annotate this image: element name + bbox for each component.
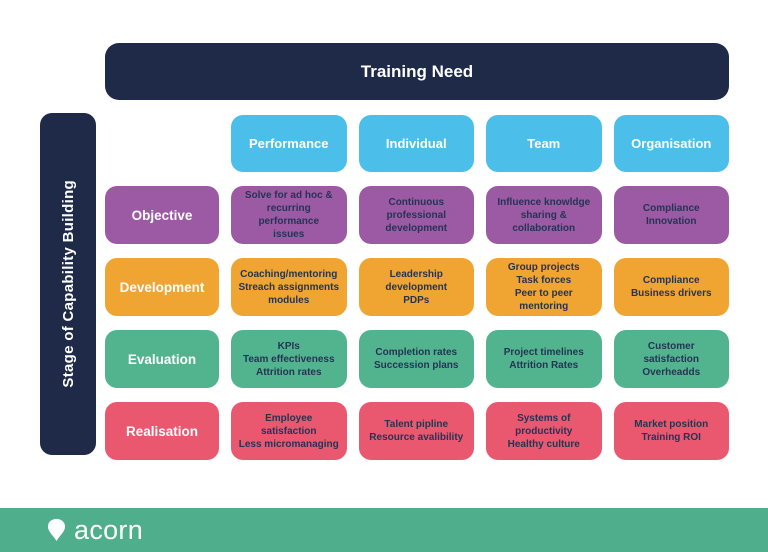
cell-realisation-organisation: Market position Training ROI: [613, 402, 729, 460]
acorn-icon: [47, 518, 66, 542]
brand-footer: acorn: [0, 508, 768, 552]
cell-realisation-performance: Employee satisfaction Less micromanaging: [231, 402, 347, 460]
training-need-header: Training Need: [105, 43, 729, 100]
row-header-objective: Objective: [105, 186, 219, 244]
cell-development-individual: Leadership development PDPs: [358, 258, 474, 316]
cell-development-team: Group projects Task forces Peer to peer …: [486, 258, 602, 316]
acorn-logo: acorn: [47, 515, 143, 546]
row-header-realisation: Realisation: [105, 402, 219, 460]
cell-realisation-team: Systems of productivity Healthy culture: [486, 402, 602, 460]
column-header-organisation: Organisation: [613, 115, 729, 172]
column-header-performance: Performance: [231, 115, 347, 172]
cell-evaluation-performance: KPIs Team effectiveness Attrition rates: [231, 330, 347, 388]
cell-evaluation-team: Project timelines Attrition Rates: [486, 330, 602, 388]
cell-objective-individual: Continuous professional development: [358, 186, 474, 244]
row-header-development: Development: [105, 258, 219, 316]
cell-development-organisation: Compliance Business drivers: [613, 258, 729, 316]
cell-evaluation-organisation: Customer satisfaction Overheadds: [613, 330, 729, 388]
cell-objective-team: Influence knowldge sharing & collaborati…: [486, 186, 602, 244]
row-header-evaluation: Evaluation: [105, 330, 219, 388]
brand-name: acorn: [74, 514, 144, 545]
stage-of-capability-building-axis: Stage of Capability Building: [40, 113, 96, 455]
capability-matrix: Performance Individual Team Organisation…: [105, 115, 729, 460]
cell-development-performance: Coaching/mentoring Streach assignments m…: [231, 258, 347, 316]
matrix-corner-spacer: [105, 115, 219, 172]
cell-realisation-individual: Talent pipline Resource avalibility: [358, 402, 474, 460]
cell-evaluation-individual: Completion rates Succession plans: [358, 330, 474, 388]
cell-objective-organisation: Compliance Innovation: [613, 186, 729, 244]
column-header-individual: Individual: [358, 115, 474, 172]
cell-objective-performance: Solve for ad hoc & recurring performance…: [231, 186, 347, 244]
stage-axis-label: Stage of Capability Building: [59, 180, 77, 388]
column-header-team: Team: [486, 115, 602, 172]
training-need-title: Training Need: [360, 61, 474, 81]
